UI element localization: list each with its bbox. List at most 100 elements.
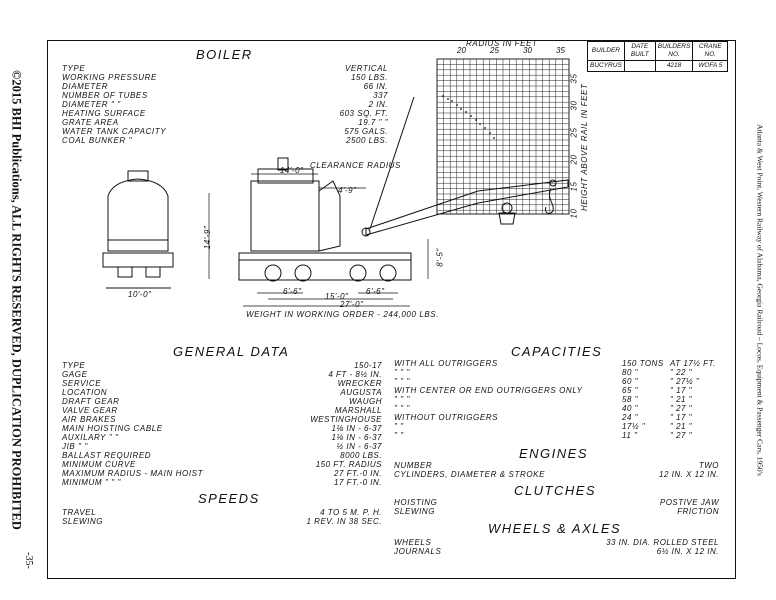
height-tick: 10 <box>569 208 579 219</box>
cap-tons: 24 " <box>622 413 638 422</box>
builder-table: BUILDER DATE BUILT BUILDERS NO. CRANE NO… <box>587 41 729 72</box>
general-value: 8000 LBS. <box>340 451 382 460</box>
general-label: MAXIMUM RADIUS - MAIN HOIST <box>62 469 204 478</box>
general-label: TYPE <box>62 361 86 370</box>
boiler-value: 2500 LBS. <box>346 136 388 145</box>
engines-title: ENGINES <box>519 446 589 461</box>
cap-label: WITHOUT OUTRIGGERS <box>394 413 499 422</box>
cap-label: WITH CENTER OR END OUTRIGGERS ONLY <box>394 386 583 395</box>
general-label: MAIN HOISTING CABLE <box>62 424 163 433</box>
radius-tick: 30 <box>523 46 532 55</box>
dim-14-9: 14'-9" <box>203 225 213 250</box>
boiler-label: DIAMETER <box>62 82 109 91</box>
boiler-value: 603 SQ. FT. <box>339 109 388 118</box>
speeds-value: 4 TO 5 M. P. H. <box>320 508 382 517</box>
dim-6-6-right: 6'-6" <box>366 287 385 296</box>
boiler-value: 19.7 " " <box>358 118 388 127</box>
engines-label: CYLINDERS, DIAMETER & STROKE <box>394 470 546 479</box>
speeds-label: TRAVEL <box>62 508 97 517</box>
dimension-lines <box>208 173 429 307</box>
general-value: AUGUSTA <box>340 388 382 397</box>
cap-tons: 80 " <box>622 368 638 377</box>
cap-at: " 27 " <box>670 431 693 440</box>
clutches-label: HOISTING <box>394 498 438 507</box>
general-label: DRAFT GEAR <box>62 397 120 406</box>
cap-tons: 150 TONS <box>622 359 664 368</box>
cap-label: " " <box>394 422 404 431</box>
capacities-title: CAPACITIES <box>511 344 603 359</box>
height-tick: 20 <box>569 154 579 165</box>
general-value: MARSHALL <box>334 406 382 415</box>
cap-at: " 21 " <box>670 395 693 404</box>
cap-label: " " " <box>394 395 410 404</box>
height-axis-text: HEIGHT ABOVE RAIL IN FEET <box>580 83 589 211</box>
height-tick: 35 <box>569 73 579 84</box>
dim-15-0: 15'-0" <box>325 292 349 301</box>
grid-curve <box>442 95 495 139</box>
general-label: BALLAST REQUIRED <box>62 451 152 460</box>
clutches-value: FRICTION <box>677 507 719 516</box>
boiler-label: DIAMETER " " <box>62 100 121 109</box>
cap-at: " 21 " <box>670 422 693 431</box>
drawing-sheet: BUILDER DATE BUILT BUILDERS NO. CRANE NO… <box>47 39 736 579</box>
wheels-label: JOURNALS <box>394 547 442 556</box>
cap-at: AT 17½ FT. <box>670 359 716 368</box>
cap-at: " 27½ " <box>670 377 700 386</box>
engines-value: TWO <box>698 461 719 470</box>
speeds-label: SLEWING <box>62 517 104 526</box>
general-label: SERVICE <box>62 379 102 388</box>
dim-10-0: 10'-0" <box>128 290 152 299</box>
radius-axis-label: RADIUS IN FEET <box>466 39 538 48</box>
cap-at: " 17 " <box>670 413 693 422</box>
wheels-title: WHEELS & AXLES <box>488 521 622 536</box>
wheels-value: 6½ IN. x 12 IN. <box>656 547 719 556</box>
crane-body <box>238 96 569 282</box>
wheels-value: 33 IN. DIA. ROLLED STEEL <box>606 538 719 547</box>
general-value: WESTINGHOUSE <box>310 415 382 424</box>
dim-8-5: 8'-5" <box>435 248 445 267</box>
boiler-label: NUMBER OF TUBES <box>62 91 148 100</box>
general-value: ½ IN - 6-37 <box>336 442 382 451</box>
radius-tick: 25 <box>489 46 499 55</box>
cell-crane-no: WOFA 5 <box>692 60 729 72</box>
builder-table-row: BUCYRUS 4218 WOFA 5 <box>587 60 729 72</box>
engines-value: 12 IN. x 12 IN. <box>659 470 719 479</box>
radius-tick: 20 <box>456 46 466 55</box>
cap-label: " " " <box>394 404 410 413</box>
cap-tons: 11 " <box>622 431 638 440</box>
cap-label: WITH ALL OUTRIGGERS <box>394 359 498 368</box>
height-axis-label: HEIGHT ABOVE RAIL IN FEET <box>580 84 589 211</box>
boiler-value: VERTICAL <box>345 64 388 73</box>
wheels-label: WHEELS <box>394 538 432 547</box>
boiler-label: HEATING SURFACE <box>62 109 146 118</box>
cap-tons: 40 " <box>622 404 638 413</box>
height-tick: 15 <box>569 181 579 192</box>
speeds-value: 1 REV. IN 38 SEC. <box>306 517 382 526</box>
dim-4-9: 4'-9" <box>338 186 357 195</box>
general-label: MINIMUM CURVE <box>62 460 136 469</box>
clutches-value: POSTIVE JAW <box>659 498 719 507</box>
cap-tons: 60 " <box>622 377 638 386</box>
builder-table-header: BUILDER DATE BUILT BUILDERS NO. CRANE NO… <box>587 41 729 61</box>
general-data-title: GENERAL DATA <box>173 344 290 359</box>
cap-at: " 27 " <box>670 404 693 413</box>
general-value: 1⅛ IN - 6-37 <box>331 433 382 442</box>
general-value: WRECKER <box>337 379 382 388</box>
general-label: VALVE GEAR <box>62 406 118 415</box>
boiler-label: GRATE AREA <box>62 118 119 127</box>
general-label: AIR BRAKES <box>62 415 117 424</box>
cap-tons: 65 " <box>622 386 638 395</box>
clutches-label: SLEWING <box>394 507 436 516</box>
general-label: MINIMUM " " " <box>62 478 121 487</box>
cap-at: " 17 " <box>670 386 693 395</box>
boiler-value: 150 LBS. <box>351 73 388 82</box>
general-label: AUXILARY " " <box>62 433 119 442</box>
clearance-radius-label: CLEARANCE RADIUS <box>310 161 401 170</box>
general-value: 27 FT.-0 IN. <box>334 469 382 478</box>
general-value: WAUGH <box>348 397 382 406</box>
cap-label: " " " <box>394 368 410 377</box>
general-label: GAGE <box>62 370 88 379</box>
cap-label: " " <box>394 431 404 440</box>
cap-at: " 22 " <box>670 368 693 377</box>
engines-label: NUMBER <box>394 461 433 470</box>
